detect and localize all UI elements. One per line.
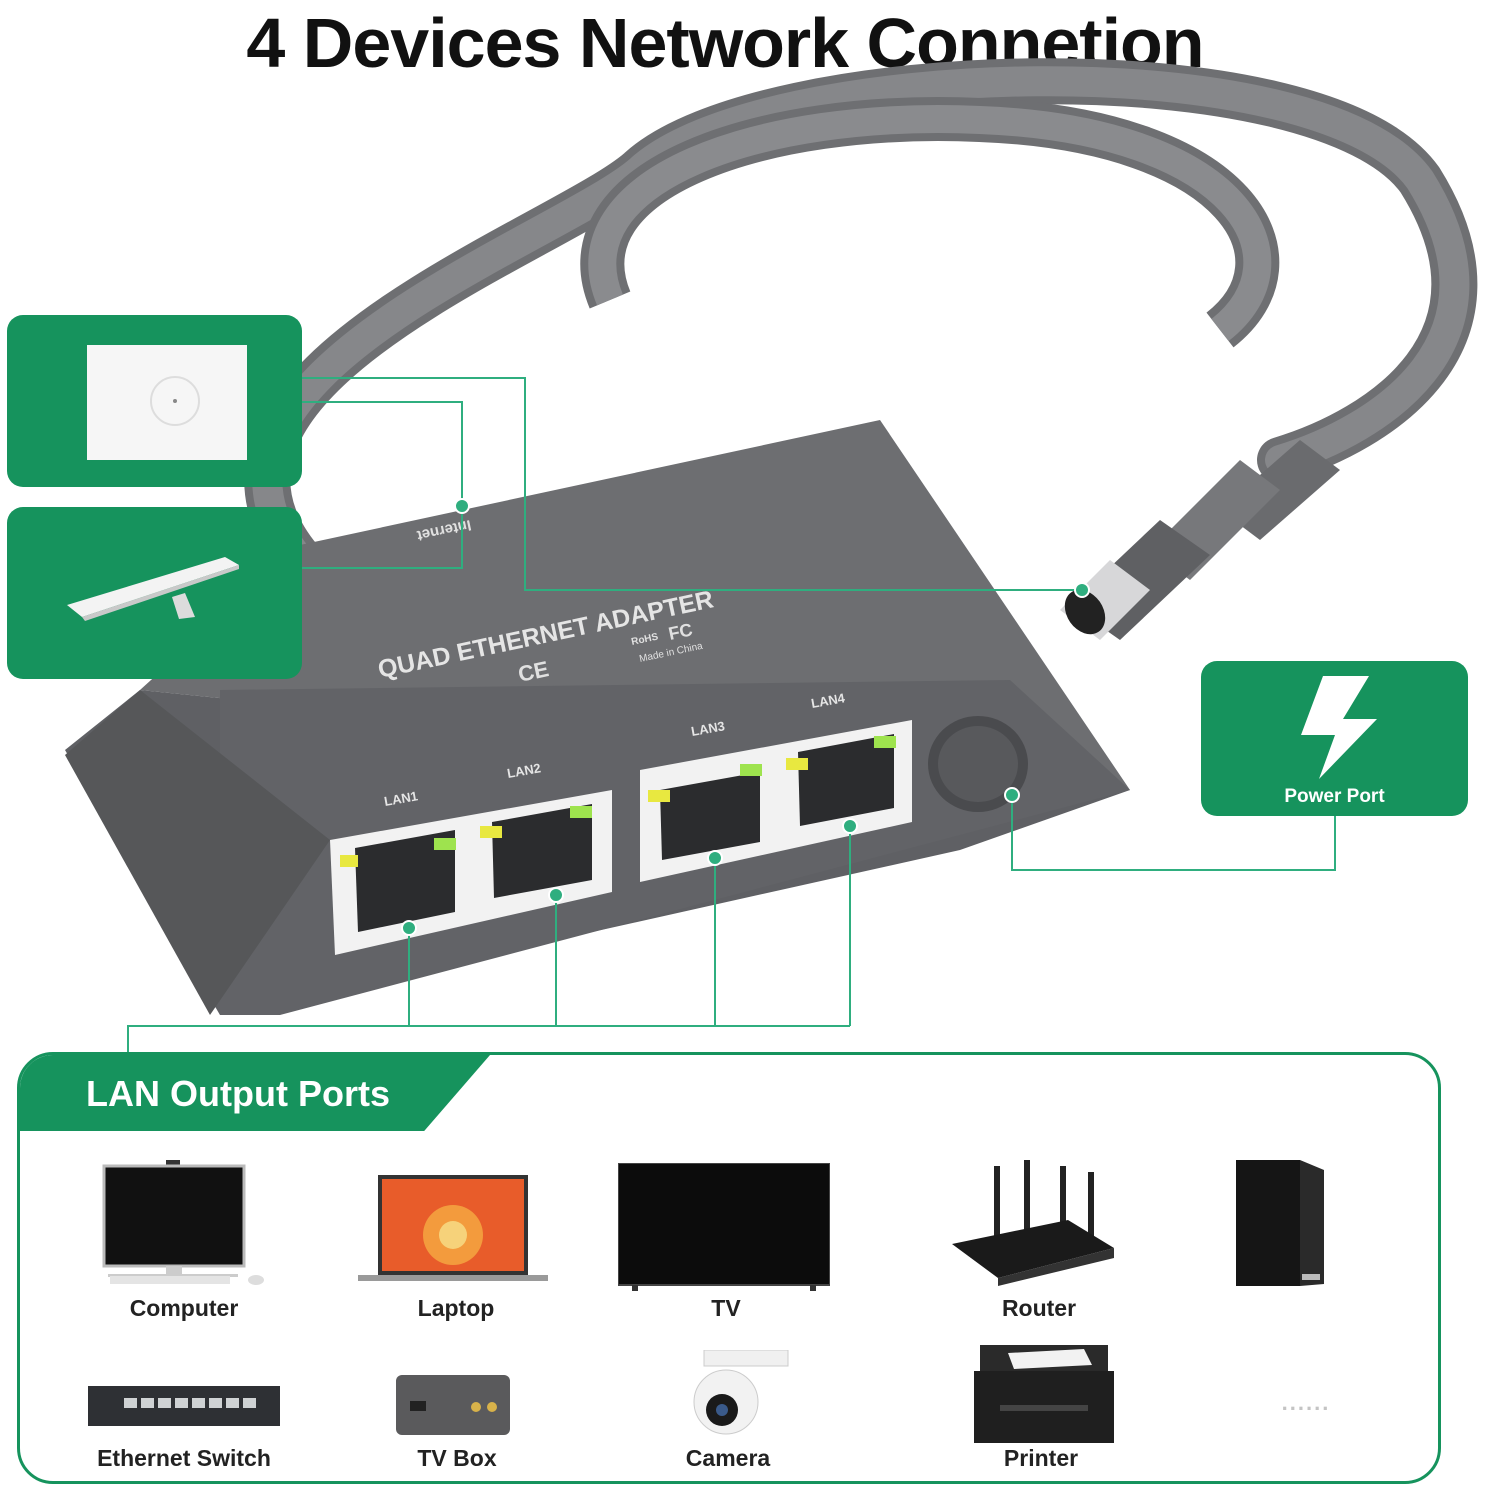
device-label-ethernet-switch: Ethernet Switch xyxy=(97,1445,271,1471)
device-label-tv: TV xyxy=(711,1295,741,1321)
device-label-computer: Computer xyxy=(129,1295,239,1321)
power-port-label: Power Port xyxy=(1284,786,1385,807)
lan-port-4 xyxy=(786,734,896,826)
lan4-label: LAN4 xyxy=(810,690,847,711)
switch-icon xyxy=(88,1386,280,1426)
lan-output-heading: LAN Output Ports xyxy=(86,1073,390,1114)
wall-modem-card xyxy=(7,315,302,487)
device-label-router: Router xyxy=(1001,1295,1077,1321)
printer-icon xyxy=(974,1345,1114,1443)
lan-output-panel: LAN Output Ports xyxy=(17,1052,1441,1484)
device-label-printer: Printer xyxy=(1003,1445,1079,1471)
ce-mark: CE xyxy=(516,656,551,687)
console-icon xyxy=(1236,1160,1324,1286)
tv-icon xyxy=(618,1163,830,1291)
satellite-dish-icon xyxy=(67,557,239,621)
connector-lines xyxy=(127,377,1336,1052)
connector-dots xyxy=(401,498,1090,936)
power-port-card: Power Port xyxy=(1201,661,1468,816)
lan-output-tab xyxy=(20,1055,490,1131)
device-label-laptop: Laptop xyxy=(417,1295,495,1321)
device-label-more: ...... xyxy=(1281,1390,1331,1415)
router-icon xyxy=(952,1160,1114,1286)
lan3-label: LAN3 xyxy=(690,718,726,739)
device-label-camera: Camera xyxy=(685,1445,771,1471)
lan-port-1 xyxy=(340,830,456,932)
satellite-dish-card xyxy=(7,507,302,679)
lan2-label: LAN2 xyxy=(506,760,542,781)
camera-icon xyxy=(693,1350,789,1435)
tv-box-icon xyxy=(396,1375,510,1435)
fc-mark: FC xyxy=(667,619,695,644)
laptop-icon xyxy=(358,1175,548,1281)
lan-port-3 xyxy=(648,764,762,860)
wall-modem-icon xyxy=(87,345,247,460)
lan-port-2 xyxy=(480,804,592,898)
dc-plug xyxy=(1060,440,1340,640)
lightning-icon xyxy=(1301,676,1377,779)
device-label-tv-box: TV Box xyxy=(417,1445,497,1471)
adapter-illustration: QUAD ETHERNET ADAPTER Internet CE RoHS F… xyxy=(65,58,1478,1052)
computer-icon xyxy=(102,1160,264,1285)
lan1-label: LAN1 xyxy=(383,788,419,809)
